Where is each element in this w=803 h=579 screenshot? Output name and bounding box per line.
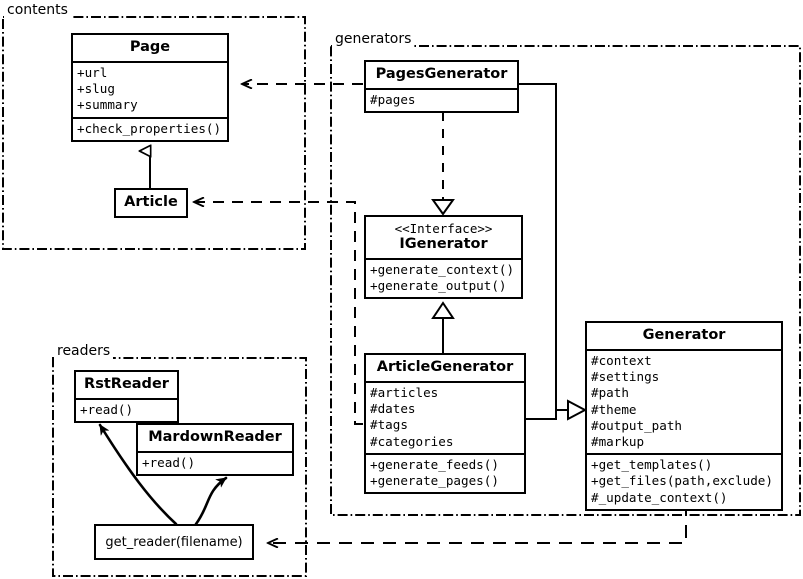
relationship-getreader-returns-mardownreader [194,476,228,526]
class-box-rstreader[interactable]: RstReader +read() [74,370,179,424]
class-operation: +read() [80,402,134,417]
class-operation: +check_properties() [77,120,222,136]
class-stereotype-igenerator: <<Interface>> [394,221,493,236]
class-title-article: Article [124,194,178,210]
relationship-generator-depends-getreader [268,503,687,543]
class-operation: +get_templates() [591,457,713,473]
class-operations-mardownreader: +read() [138,451,292,474]
class-attribute: #pages [370,92,416,107]
class-box-articlegenerator[interactable]: ArticleGenerator #articles #dates #tags … [364,353,526,495]
class-attribute: #path [591,385,629,401]
class-attributes-generator: #context #settings #path #theme #output_… [587,349,781,453]
class-box-generator[interactable]: Generator #context #settings #path #them… [585,321,783,511]
class-attributes-page: +url +slug +summary [73,61,227,117]
class-attribute: #markup [591,434,645,450]
package-label-generators: generators [332,31,415,47]
class-attribute: #tags [370,417,408,433]
class-attribute: #settings [591,369,660,385]
class-attribute: #articles [370,385,439,400]
package-frame-readers [52,357,307,577]
class-attributes-articlegenerator: #articles #dates #tags #categories [366,381,524,453]
relationship-pagesgenerator-inherits-generator [519,83,588,421]
package-label-contents: contents [4,2,71,18]
relationship-getreader-returns-rstreader [98,423,178,526]
package-frame-contents [2,16,306,250]
relationship-articlegenerator-inherits-generator [526,410,557,420]
class-attribute: #output_path [591,417,682,433]
class-title-pagesgenerator: PagesGenerator [375,66,508,82]
class-operations-igenerator: +generate_context() +generate_output() [366,258,521,297]
class-title-articlegenerator: ArticleGenerator [376,359,514,375]
class-title-generator: Generator [642,327,726,343]
function-label-get-reader: get_reader(filename) [105,534,243,550]
package-frame-generators [330,45,801,516]
class-title-rstreader: RstReader [84,376,169,392]
class-attribute: +slug [77,81,115,97]
class-name-igenerator: IGenerator [399,236,488,252]
class-attribute: +url [77,65,108,80]
class-box-pagesgenerator[interactable]: PagesGenerator #pages [364,60,519,114]
class-operation: #_update_context() [591,489,728,505]
class-title-igenerator: <<Interface>> IGenerator [366,217,521,258]
class-attributes-pagesgenerator: #pages [366,88,517,111]
relationship-articlegenerator-depends-article [194,202,363,425]
relationship-articlegenerator-realizes-igenerator [431,301,455,354]
class-operations-rstreader: +read() [76,398,177,421]
class-attribute: #theme [591,401,637,417]
package-label-readers: readers [54,343,114,359]
class-operations-articlegenerator: +generate_feeds() +generate_pages() [366,452,524,492]
class-attribute: #context [591,353,652,368]
class-box-article[interactable]: Article [114,188,188,218]
class-box-igenerator[interactable]: <<Interface>> IGenerator +generate_conte… [364,215,523,300]
class-attribute: #dates [370,401,416,417]
class-attribute: +summary [77,97,138,113]
class-operation: +read() [142,455,196,470]
class-operations-page: +check_properties() [73,116,227,140]
class-box-mardownreader[interactable]: MardownReader +read() [136,423,294,477]
class-box-page[interactable]: Page +url +slug +summary +check_properti… [71,33,229,142]
relationship-pagesgenerator-realizes-igenerator [431,112,455,216]
class-operation: +generate_pages() [370,473,499,489]
class-attribute: #categories [370,433,454,449]
class-operation: +generate_feeds() [370,456,499,472]
class-operation: +generate_output() [370,278,507,294]
class-operation: +generate_context() [370,262,515,277]
class-title-page: Page [129,39,171,55]
class-operations-generator: +get_templates() +get_files(path,exclude… [587,453,781,509]
function-box-get-reader[interactable]: get_reader(filename) [94,524,254,560]
class-title-mardownreader: MardownReader [148,429,282,445]
class-operation: +get_files(path,exclude) [591,473,773,489]
